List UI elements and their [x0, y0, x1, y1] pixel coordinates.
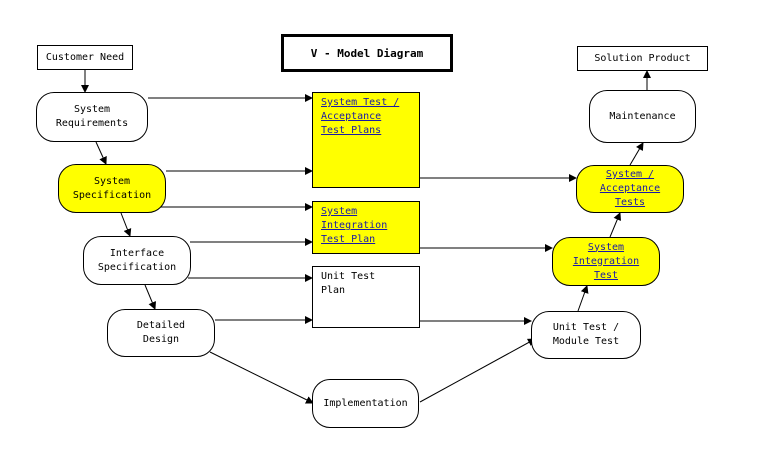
unit-module-test-node: Unit Test / Module Test	[531, 311, 641, 359]
arrow-interface-to-detailed	[144, 284, 156, 310]
implementation-node: Implementation	[312, 379, 419, 428]
arrow-acceptance-to-maintenance	[629, 142, 644, 166]
customer-need-box: Customer Need	[37, 45, 133, 70]
system-integration-test-plan-link[interactable]: System Integration Test Plan	[321, 206, 388, 245]
arrow-detailed-to-implementation	[209, 351, 314, 404]
system-integration-test-node[interactable]: System Integration Test	[552, 237, 660, 286]
system-acceptance-tests-link[interactable]: System / Acceptance Tests	[599, 169, 661, 208]
maintenance-node: Maintenance	[589, 90, 696, 143]
interface-specification-node: Interface Specification	[83, 236, 191, 285]
arrow-integtest-to-acceptance	[609, 212, 621, 238]
system-acceptance-tests-node[interactable]: System / Acceptance Tests	[576, 165, 684, 213]
system-integration-test-plan-box[interactable]: System Integration Test Plan	[312, 201, 420, 254]
unit-test-plan-box: Unit Test Plan	[312, 266, 420, 328]
system-test-plans-box[interactable]: System Test / Acceptance Test Plans	[312, 92, 420, 188]
diagram-title: V - Model Diagram	[281, 34, 453, 72]
system-test-plans-link[interactable]: System Test / Acceptance Test Plans	[321, 97, 400, 136]
arrow-specification-to-interface	[120, 212, 132, 237]
arrow-implementation-to-moduletest	[419, 338, 536, 403]
arrow-moduletest-to-integtest	[577, 285, 589, 312]
solution-product-box: Solution Product	[577, 46, 708, 71]
arrow-requirements-to-specification	[95, 141, 107, 165]
system-requirements-node: System Requirements	[36, 92, 148, 142]
system-specification-node: System Specification	[58, 164, 166, 213]
detailed-design-node: Detailed Design	[107, 309, 215, 357]
system-integration-test-link[interactable]: System Integration Test	[572, 241, 640, 281]
